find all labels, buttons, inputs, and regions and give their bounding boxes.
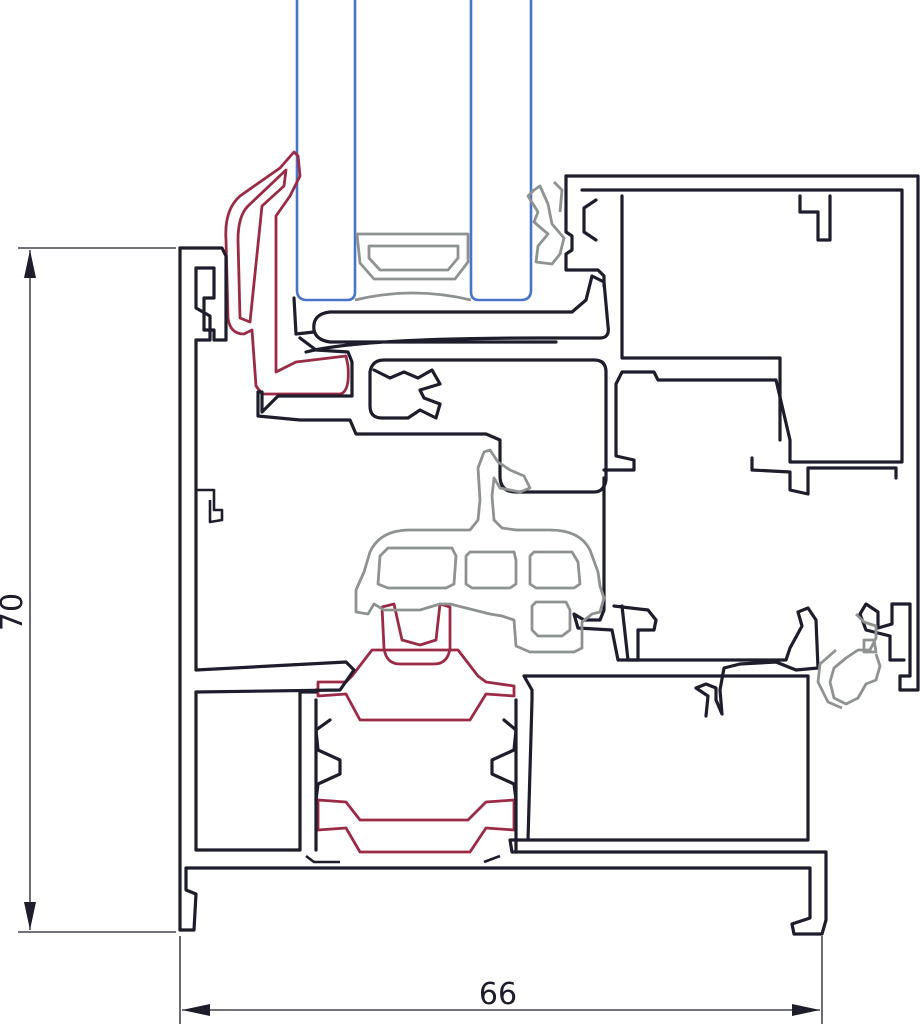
- glazing-unit: [295, 0, 533, 302]
- glass-spacer: [355, 232, 470, 281]
- sash-outer-gasket-lip: [862, 638, 878, 654]
- width-dimension-label: 66: [479, 977, 517, 1012]
- width-dimension: 66: [179, 936, 823, 1024]
- glazing-bead-insert-inner: [236, 168, 288, 324]
- sash-outer-gasket: [816, 613, 882, 710]
- height-dimension: 70: [0, 247, 176, 933]
- glazing-bead-insert: [224, 150, 350, 396]
- height-dimension-label: 70: [0, 593, 30, 631]
- central-seal-gasket: [354, 448, 606, 654]
- sealant-line: [354, 291, 472, 302]
- central-seal-chamber-2: [464, 550, 518, 590]
- thermal-break-upper: [316, 602, 516, 722]
- central-seal-chamber-1: [376, 546, 458, 590]
- thermal-break-lower: [316, 798, 516, 854]
- central-chamber-profile: [314, 698, 518, 852]
- outer-frame-profile: [178, 246, 828, 936]
- outer-glazing-gasket: [526, 181, 566, 266]
- sash-profile: [256, 174, 920, 718]
- central-seal-chamber-4: [530, 600, 572, 638]
- central-seal-chamber-3: [528, 550, 582, 590]
